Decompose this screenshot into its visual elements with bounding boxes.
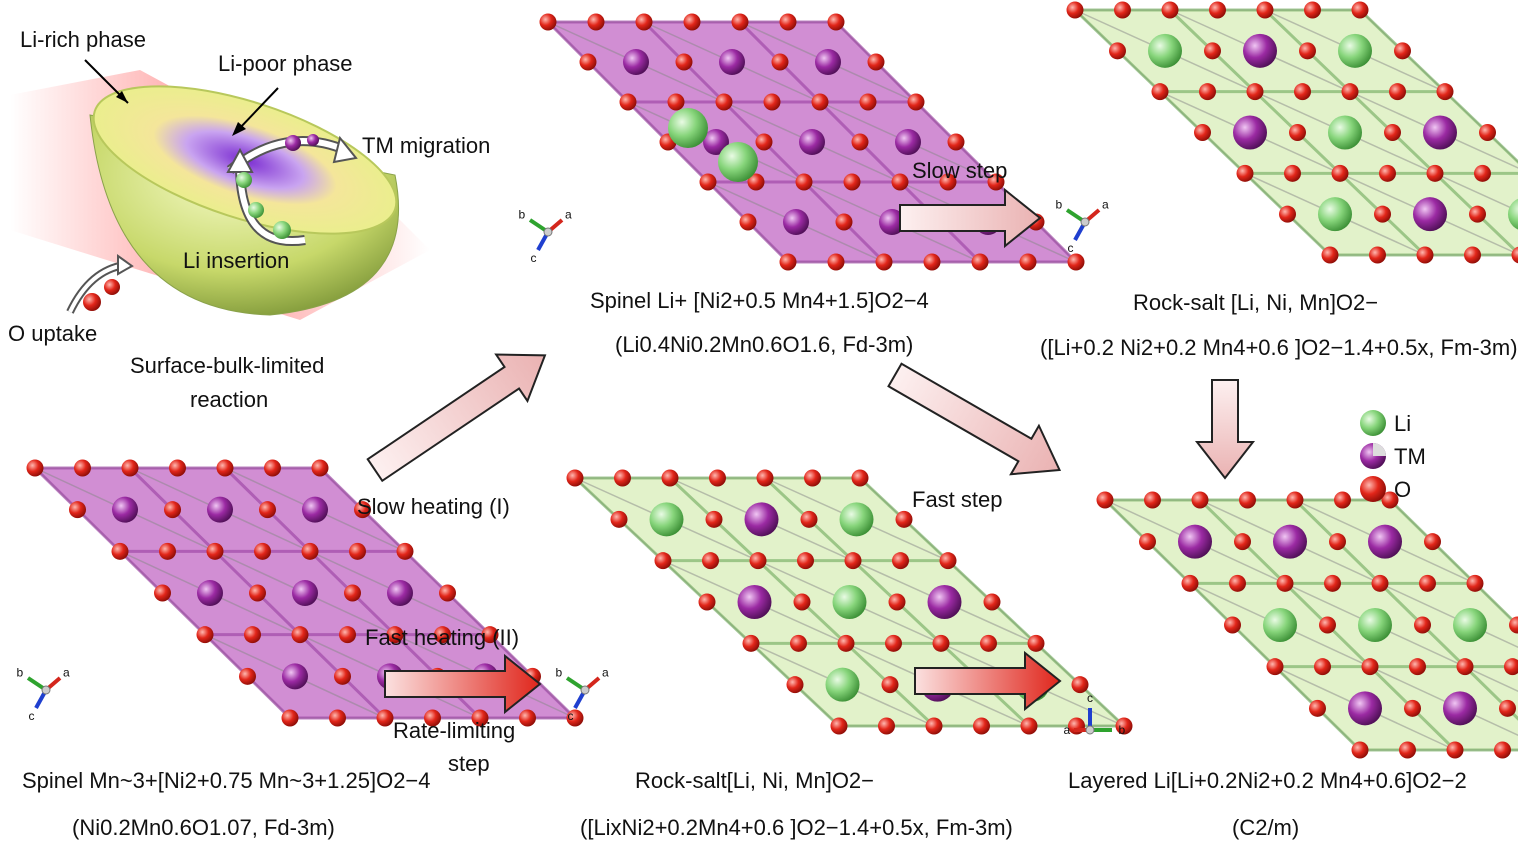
axis-triad-spinel-start: b a c: [17, 666, 70, 724]
layered-formula: Layered Li[Li+0.2Ni2+0.2 Mn4+0.6]O2−2: [1068, 768, 1467, 793]
spinel-mid-composition: (Li0.4Ni0.2Mn0.6O1.6, Fd-3m): [615, 332, 914, 357]
fast-step-arrow: [887, 362, 1062, 476]
crystal-structures: [26, 1, 1518, 759]
axis-label-a: a: [1102, 198, 1109, 212]
axis-label-c: c: [1068, 241, 1074, 255]
fast-heating-arrow: [384, 653, 542, 715]
o-uptake-label: O uptake: [8, 321, 98, 346]
spinel-start-formula: Spinel Mn~3+[Ni2+0.75 Mn~3+1.25]O2−4: [22, 768, 431, 793]
layered-structure: [1096, 491, 1518, 759]
spinel-start-structure: [26, 459, 584, 727]
li-poor-label: Li-poor phase: [218, 51, 353, 76]
axis-label-a: a: [565, 208, 572, 222]
axis-label-c: c: [1087, 691, 1093, 705]
layered-space-group: (C2/m): [1232, 815, 1300, 840]
spinel-start-composition: (Ni0.2Mn0.6O1.07, Fd-3m): [72, 815, 335, 840]
legend-o-ball: [1360, 476, 1386, 502]
particle-illustration: [10, 59, 430, 320]
slow-step-label: Slow step: [912, 158, 1008, 183]
diagram-canvas: b a c b a c b a c b a c c a b: [10, 1, 1518, 759]
axis-label-a: a: [63, 666, 70, 680]
rocksalt-top-composition: ([Li+0.2 Ni2+0.2 Mn4+0.6 ]O2−1.4+0.5x, F…: [1040, 335, 1518, 360]
axis-label-b: b: [1056, 198, 1063, 212]
rocksalt-top-structure: [1066, 1, 1518, 264]
fast-step-label: Fast step: [912, 487, 1003, 512]
surface-bulk-caption-1: Surface-bulk-limited: [130, 353, 325, 378]
axis-label-b: b: [17, 666, 24, 680]
rate-limiting-label-1: Rate-limiting: [393, 718, 516, 743]
spinel-mid-structure: [539, 13, 1085, 271]
rate-limiting-label-2: step: [448, 751, 490, 776]
li-rich-label: Li-rich phase: [20, 27, 146, 52]
legend-o-label: O: [1394, 477, 1412, 502]
legend-tm-ball: [1360, 443, 1386, 469]
surface-bulk-caption-2: reaction: [190, 387, 269, 412]
rocksalt-top-formula: Rock-salt [Li, Ni, Mn]O2−: [1133, 290, 1379, 315]
rocksalt-bottom-formula: Rock-salt[Li, Ni, Mn]O2−: [635, 768, 875, 793]
legend-tm-label: TM: [1394, 444, 1426, 469]
axis-triads: b a c b a c b a c b a c c a b: [17, 198, 1126, 737]
axis-triad-layered: c a b: [1063, 691, 1125, 737]
axis-triad-spinel-mid: b a c: [519, 208, 572, 266]
axis-label-c: c: [29, 709, 35, 723]
rocksalt-bottom-structure: [566, 469, 1133, 735]
axis-label-c: c: [531, 251, 537, 265]
slow-step-arrow: [899, 187, 1042, 249]
legend-li-ball: [1360, 410, 1386, 436]
slow-heating-arrow: [366, 353, 547, 483]
axis-label-b: b: [556, 666, 563, 680]
rocksalt-bottom-to-layered-arrow: [914, 650, 1062, 712]
slow-heating-label: Slow heating (I): [357, 494, 510, 519]
axis-triad-rocksalt-bottom: b a c: [556, 666, 609, 724]
fast-heating-label: Fast heating (II): [365, 625, 520, 650]
axis-label-a: a: [1063, 723, 1070, 737]
axis-label-c: c: [568, 709, 574, 723]
legend-li-label: Li: [1394, 411, 1412, 436]
axis-triad-rocksalt-top: b a c: [1056, 198, 1109, 256]
tm-migration-label: TM migration: [362, 133, 491, 158]
spinel-mid-formula: Spinel Li+ [Ni2+0.5 Mn4+1.5]O2−4: [590, 288, 929, 313]
axis-label-a: a: [602, 666, 609, 680]
rocksalt-bottom-composition: ([LixNi2+0.2Mn4+0.6 ]O2−1.4+0.5x, Fm-3m): [580, 815, 1013, 840]
rocksalt-to-layered-arrow: [1194, 379, 1256, 480]
li-insertion-label: Li insertion: [183, 248, 290, 273]
axis-label-b: b: [519, 208, 526, 222]
axis-label-b: b: [1119, 723, 1126, 737]
